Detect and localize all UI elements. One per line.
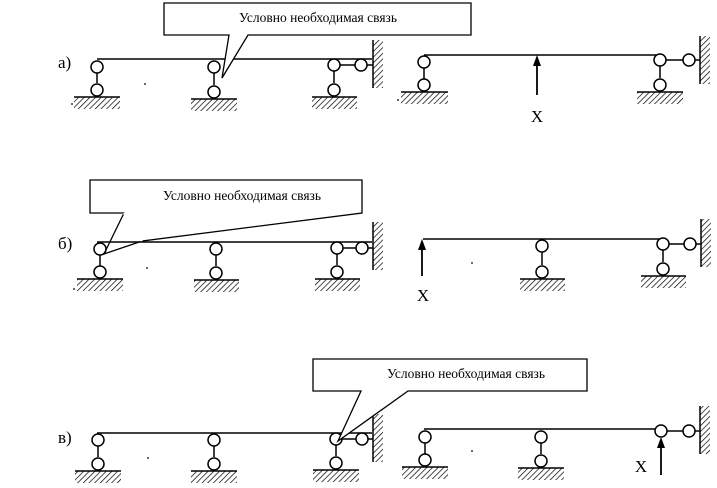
row-a-label: а) [58,53,71,72]
row-c-force-label: X [635,457,647,476]
row-c-right-support-1 [402,430,448,479]
row-a-right-support-1 [401,55,448,104]
row-b-callout-text: Условно необходимая связь [163,188,321,203]
row-b-support-1 [77,242,123,291]
stray-dots [71,83,473,459]
row-b-force-label: X [417,286,429,305]
row-c-label: в) [58,428,72,447]
row-c-callout-text: Условно необходимая связь [387,366,545,381]
row-b-callout: Условно необходимая связь [89,179,363,256]
row-c: в) Усл [58,358,710,483]
row-a-support-1 [74,60,120,109]
row-a-force-arrow: X [531,55,543,126]
row-b: б) [58,179,711,305]
row-b-support-2 [194,242,239,292]
row-a: а) [58,2,710,126]
row-c-support-1 [75,433,121,483]
row-c-force-arrow: X [635,437,665,476]
row-a-callout-text: Условно необходимая связь [239,10,397,25]
row-c-support-3 [313,414,383,482]
row-b-label: б) [58,234,72,253]
row-a-right-support-2 [637,36,710,104]
row-c-callout: Условно необходимая связь [312,358,588,443]
row-b-right-support-1 [520,239,565,291]
row-a-support-2 [191,60,237,111]
row-c-support-2 [191,433,237,483]
row-b-force-arrow: X [417,239,429,305]
row-b-support-3 [315,222,383,291]
row-a-force-label: X [531,107,543,126]
row-b-right-support-2 [641,219,711,288]
row-a-callout: Условно необходимая связь [163,2,472,79]
row-c-right-wall-link [654,406,710,454]
row-c-right-support-2 [518,430,564,480]
row-a-support-3 [312,40,383,109]
